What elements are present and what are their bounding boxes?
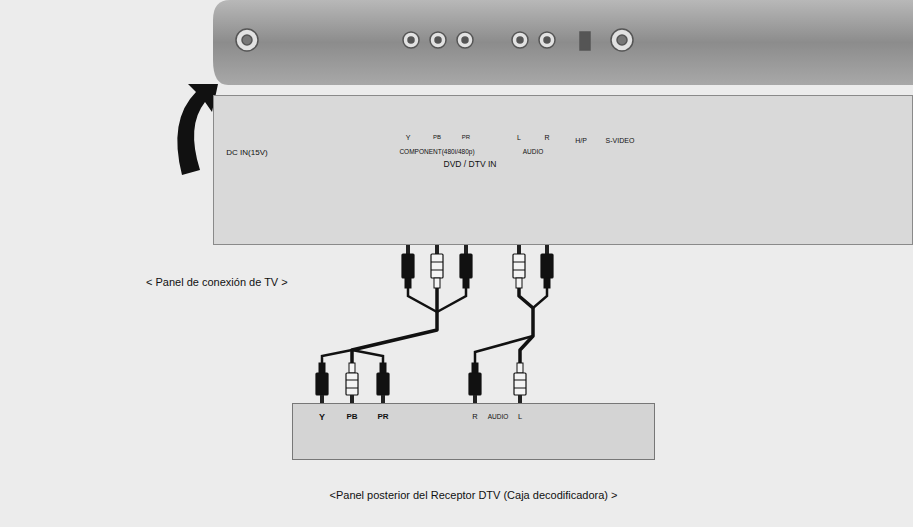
av-cable	[352, 245, 437, 403]
rca-plug	[320, 395, 324, 403]
rca-plug	[473, 395, 477, 403]
connector-label: DVD / DTV IN	[443, 160, 498, 169]
rca-plug	[319, 363, 325, 373]
rca-plug	[346, 380, 358, 388]
rca-plug	[346, 373, 358, 395]
rca-plug	[541, 254, 553, 278]
connector-label: L	[517, 134, 521, 141]
cable-branch	[533, 288, 547, 308]
rca-plug	[514, 380, 526, 388]
rca-plug	[350, 395, 354, 403]
rca-plug	[316, 373, 328, 395]
cable-branch	[475, 336, 533, 363]
rca-plug	[405, 278, 411, 288]
rca-plug	[464, 245, 468, 254]
rca-plug	[381, 395, 385, 403]
rca-plug	[402, 254, 414, 278]
tv-edge-jacks	[236, 29, 633, 51]
connector-label: R	[544, 134, 549, 141]
cable-branch	[352, 350, 383, 363]
rca-plug	[435, 245, 439, 254]
connector-label: PR	[462, 134, 470, 140]
rca-plug	[431, 262, 443, 270]
rca-plug	[518, 395, 522, 403]
rca-plug	[349, 363, 355, 373]
rca-plug	[472, 363, 478, 373]
rca-plug	[516, 278, 522, 288]
connector-label: COMPONENT(480i/480p)	[398, 149, 475, 156]
rca-plug	[406, 245, 410, 254]
cable-branch	[408, 288, 437, 312]
connector-label: H/P	[574, 137, 588, 144]
rca-plug	[517, 245, 521, 254]
connector-label: R	[471, 413, 478, 421]
rca-plug	[545, 245, 549, 254]
rca-plug	[513, 262, 525, 270]
curved-arrow	[177, 84, 218, 175]
rca-plug	[513, 254, 525, 278]
tv-edge	[213, 0, 913, 85]
panel-caption: <Panel posterior del Receptor DTV (Caja …	[330, 489, 618, 502]
connector-label: PR	[376, 413, 389, 421]
rca-plug	[380, 363, 386, 373]
cable-branch	[437, 288, 466, 312]
rca-plug	[434, 278, 440, 288]
connector-label: AUDIO	[487, 414, 510, 421]
panel-caption: < Panel de conexión de TV >	[146, 276, 288, 289]
rca-plug	[469, 373, 481, 395]
connector-label: Y	[406, 134, 411, 141]
connector-label: S-VIDEO	[605, 137, 636, 144]
tv-connection-panel: < Panel de conexión de TV >	[213, 95, 913, 245]
receiver-rear-panel: <Panel posterior del Receptor DTV (Caja …	[292, 403, 655, 460]
rca-plug	[431, 254, 443, 278]
connector-label: PB	[433, 134, 441, 140]
rca-plug	[514, 373, 526, 395]
connector-label: L	[517, 413, 523, 421]
connector-label: Y	[318, 413, 326, 422]
connector-label: AUDIO	[522, 149, 545, 156]
cable-branch	[322, 350, 352, 363]
rca-plug	[460, 254, 472, 278]
connector-label: PB	[345, 413, 358, 421]
rca-plug	[463, 278, 469, 288]
rca-plug	[517, 363, 523, 373]
rca-plug	[377, 373, 389, 395]
rca-plug	[544, 278, 550, 288]
connector-label: DC IN(15V)	[225, 149, 268, 157]
